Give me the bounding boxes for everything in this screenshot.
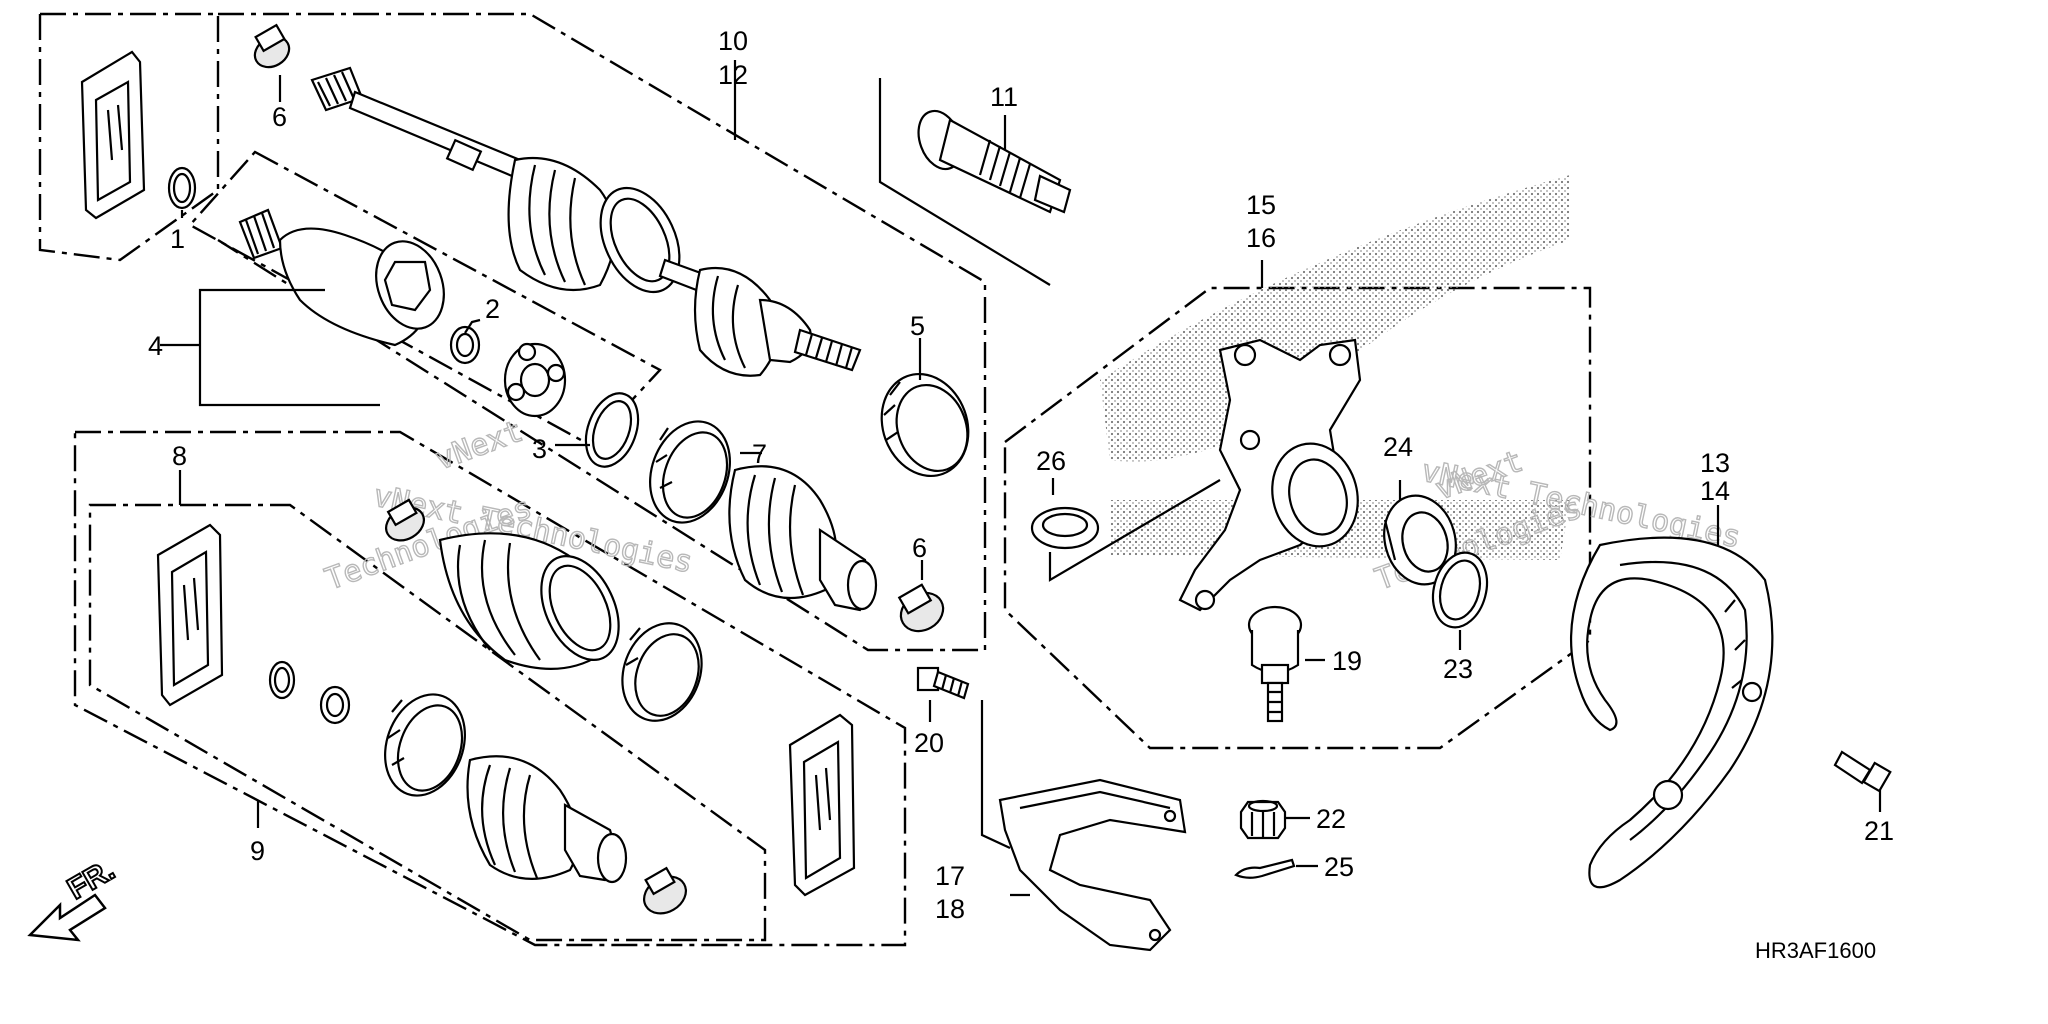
knuckle-part (1178, 338, 1362, 612)
bearing-24-part (1383, 494, 1457, 586)
boot-lower-1-part (438, 532, 620, 670)
clamp-6-top-part (253, 23, 291, 69)
seal-card-8-part (156, 523, 224, 707)
inner-joint-part (238, 208, 445, 347)
circlip-2-part (449, 325, 481, 365)
spindle-11-part (917, 109, 1072, 214)
clamp-lower-kit-2-part (643, 866, 687, 915)
callout-1: 1 (170, 224, 185, 254)
callout-25: 25 (1324, 852, 1354, 882)
boot-band-lower-1-part (621, 622, 703, 722)
nut-22-part (1239, 799, 1287, 840)
clamp-6-lower-part (897, 583, 945, 633)
callout-7: 7 (752, 439, 767, 469)
callout-12: 12 (718, 60, 748, 90)
spider-bearing-part (503, 342, 567, 418)
callout-24: 24 (1383, 432, 1413, 462)
snap-ring-1-part (167, 166, 197, 210)
diagram-code: HR3AF1600 (1755, 938, 1876, 963)
circlip-lower-b-part (319, 685, 351, 725)
callout-3: 3 (532, 434, 547, 464)
dust-guard-part (1570, 536, 1774, 889)
callout-15: 15 (1246, 190, 1276, 220)
bolt-21-part (1833, 750, 1892, 793)
leader-lines (160, 60, 1882, 897)
boot-band-lower-2-part (384, 693, 466, 797)
snap-ring-23-part (1431, 551, 1489, 629)
callout-18: 18 (935, 894, 965, 924)
front-direction-label: FR. (62, 853, 120, 906)
callout-5: 5 (910, 311, 925, 341)
seal-card-top-part (80, 50, 146, 220)
seal-card-9-part (788, 713, 856, 897)
snap-ring-3-part (584, 392, 640, 468)
callout-22: 22 (1316, 804, 1346, 834)
outline-boot-kit-9 (73, 430, 907, 947)
callout-2: 2 (485, 294, 500, 324)
callout-14: 14 (1700, 476, 1730, 506)
callout-21: 21 (1864, 816, 1894, 846)
callout-8: 8 (172, 441, 187, 471)
callout-20: 20 (914, 728, 944, 758)
callout-labels: 1 2 3 4 5 6 6 7 8 9 10 12 11 13 14 15 16… (148, 26, 1894, 924)
boot-upper-part (728, 465, 878, 612)
driveshaft-part (310, 66, 862, 377)
callout-23: 23 (1443, 654, 1473, 684)
callout-26: 26 (1036, 446, 1066, 476)
snap-ring-lower-a-part (268, 660, 296, 700)
callout-11: 11 (990, 82, 1018, 112)
bolt-20-part (916, 666, 970, 700)
ball-joint-19-part (1247, 605, 1303, 723)
callout-9: 9 (250, 836, 265, 866)
cotter-pin-25-part (1234, 858, 1296, 879)
callout-4: 4 (148, 331, 163, 361)
callout-10: 10 (718, 26, 748, 56)
boot-band-5-part (880, 372, 970, 478)
callout-16: 16 (1246, 223, 1276, 253)
callout-13: 13 (1700, 448, 1730, 478)
clip-26-part (1030, 506, 1100, 550)
front-direction-arrow-icon (27, 893, 107, 942)
outline-spindle-bracket (878, 78, 1051, 286)
boot-lower-2-part (466, 755, 628, 884)
outline-seal-kit-top (38, 12, 220, 262)
callout-19: 19 (1332, 646, 1362, 676)
outline-boot-kit-8 (88, 503, 767, 942)
callout-6-lower: 6 (912, 533, 927, 563)
callout-6-top: 6 (272, 102, 287, 132)
boot-band-7-part (649, 420, 731, 524)
watermark-text: vNext (431, 414, 528, 478)
callout-17: 17 (935, 861, 965, 891)
bracket-part (998, 778, 1187, 952)
clamp-lower-kit-part (385, 498, 425, 542)
